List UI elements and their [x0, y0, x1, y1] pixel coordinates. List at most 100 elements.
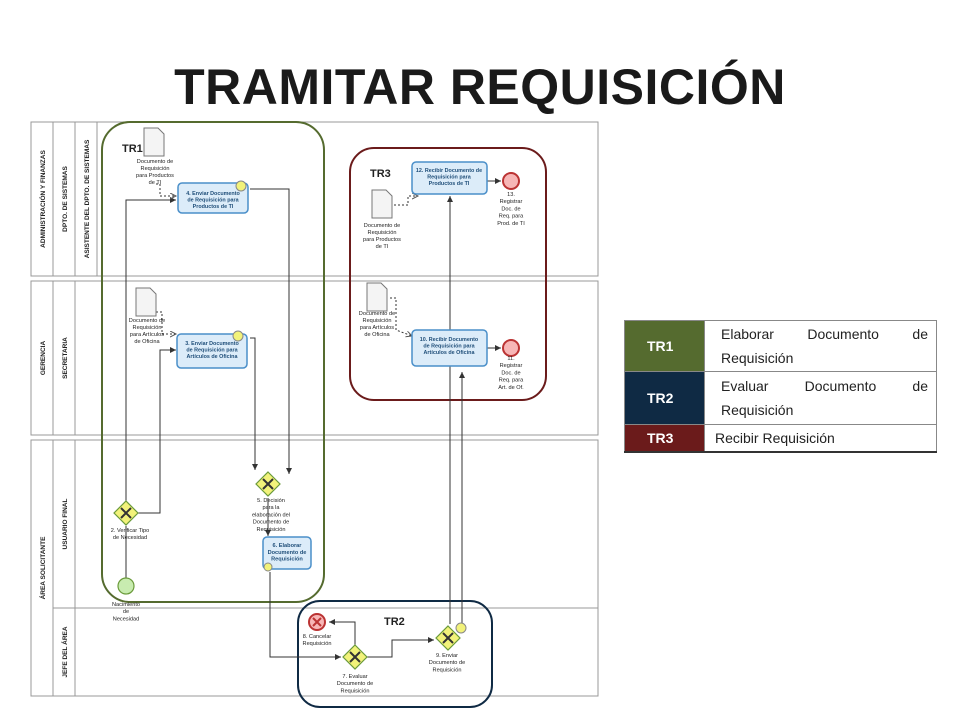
group-label-tr2: TR2 — [384, 616, 405, 628]
label-line: Requisición — [433, 667, 462, 673]
label-line: 9. Enviar — [436, 653, 458, 659]
label-line: Documento de — [337, 681, 373, 687]
legend-desc-tr1: Elaborar Documento de Requisición — [704, 320, 937, 372]
legend-table: TR1 Elaborar Documento de Requisición TR… — [624, 320, 937, 453]
task-4 — [177, 180, 249, 214]
legend-code-tr2: TR2 — [624, 371, 705, 425]
gateway-2 — [113, 500, 139, 526]
label-line: 6. Elaborar — [273, 543, 303, 549]
label-line: Necesidad — [113, 616, 139, 622]
label-line: para la — [262, 505, 280, 511]
pool-label-admin: ADMINISTRACIÓN Y FINANZAS — [38, 150, 47, 248]
label-line: de Requisición para — [187, 198, 239, 204]
label-line: para Productos — [136, 173, 174, 179]
group-label-tr3: TR3 — [370, 168, 391, 180]
pool-label-gerencia: GERENCIA — [40, 341, 47, 376]
label-line: Documento de — [268, 550, 307, 556]
label-line: Requisición — [257, 527, 286, 533]
label-line: de Oficina — [134, 339, 160, 345]
lane-label-asistente: ASISTENTE DEL DPTO. DE SISTEMAS — [84, 139, 91, 258]
group-tr3 — [349, 147, 547, 401]
legend-code-tr1: TR1 — [624, 320, 705, 372]
label-line: Documento de — [364, 223, 400, 229]
label-line: Documento de — [137, 159, 173, 165]
end-event-11 — [502, 339, 520, 357]
label-line: Artículos de Oficina — [424, 350, 476, 356]
document-icon — [135, 127, 393, 317]
label-line: de Requisición para — [186, 348, 238, 354]
label-line: Registrar — [500, 199, 523, 205]
lane-label-dpto-sistemas: DPTO. DE SISTEMAS — [62, 166, 69, 232]
label-line: 12. Recibir Documento de — [416, 168, 482, 174]
label-line: Artículos de Oficina — [187, 354, 239, 360]
pool-label-area-solicitante: ÁREA SOLICITANTE — [38, 536, 47, 599]
label-line: de Requisición para — [423, 344, 475, 350]
end-event-13 — [502, 172, 520, 190]
label-line: 10. Recibir Documento — [420, 337, 479, 343]
label-line: de — [123, 609, 129, 615]
task-12 — [411, 161, 488, 195]
gateway-9 — [435, 622, 467, 651]
page-title: TRAMITAR REQUISICIÓN — [174, 59, 786, 115]
label-line: 3. Enviar Documento — [185, 341, 239, 347]
label-line: Doc. de — [501, 370, 520, 376]
legend-code-tr3: TR3 — [624, 424, 705, 453]
pool-gerencia — [30, 280, 599, 436]
gateway-5 — [255, 471, 281, 497]
legend-row-tr1: TR1 Elaborar Documento de Requisición — [624, 320, 937, 372]
label-line: Doc. de — [501, 206, 520, 212]
group-tr1 — [101, 121, 325, 603]
label-line: 13. — [507, 192, 515, 198]
label-line: 4. Enviar Documento — [186, 191, 240, 197]
task-3 — [176, 330, 248, 369]
label-line: 5. Decisión — [257, 498, 285, 504]
label-line: Productos de TI — [193, 204, 234, 210]
label-line: Requisición — [133, 325, 162, 331]
label-line: Documento de — [429, 660, 465, 666]
label-line: Requisición — [141, 166, 170, 172]
label-line: 8. Cancelar — [303, 634, 332, 640]
label-line: Requisición para — [427, 175, 471, 181]
start-event — [117, 577, 135, 595]
legend-row-tr3: TR3 Recibir Requisición — [624, 424, 937, 453]
label-line: Requisición — [303, 641, 332, 647]
end-event-8 — [308, 613, 326, 631]
label-line: 2. Verificar Tipo — [111, 528, 150, 534]
label-line: Productos de TI — [429, 181, 470, 187]
lane-label-usuario-final: USUARIO FINAL — [62, 499, 69, 550]
label-line: 7. Evaluar — [342, 674, 367, 680]
label-line: Documento de — [253, 520, 289, 526]
label-line: de TI — [149, 180, 162, 186]
task-10 — [411, 329, 488, 367]
group-tr2 — [297, 600, 493, 708]
label-line: Req. para — [499, 214, 524, 220]
label-line: Requisición — [271, 557, 303, 563]
pool-area-solicitante — [30, 439, 599, 697]
label-line: Art. de Of. — [498, 385, 524, 391]
label-line: de Necesidad — [113, 535, 147, 541]
label-line: 11. — [507, 356, 515, 362]
label-line: Registrar — [500, 363, 523, 369]
label-line: para Artículos — [130, 332, 164, 338]
legend-row-tr2: TR2 Evaluar Documento de Requisición — [624, 371, 937, 425]
legend-desc-tr2: Evaluar Documento de Requisición — [704, 371, 937, 425]
label-line: de Oficina — [364, 332, 390, 338]
label-line: Req. para — [499, 378, 524, 384]
label-line: Documento de — [359, 311, 395, 317]
task-6 — [262, 536, 312, 572]
